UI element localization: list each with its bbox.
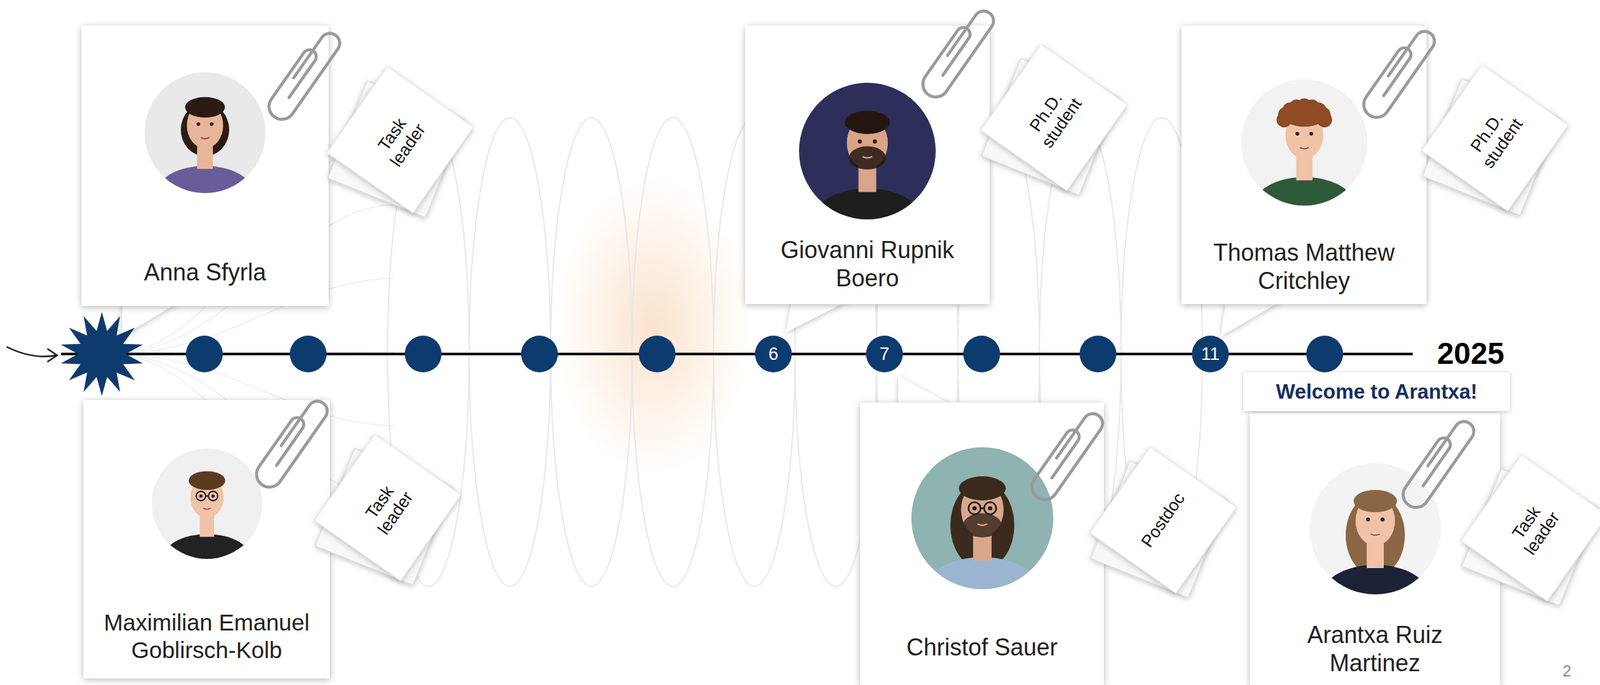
person-photo	[911, 447, 1054, 590]
portrait	[151, 448, 263, 560]
person-card: Thomas Matthew Critchley	[1181, 25, 1427, 305]
paperclip	[1358, 24, 1439, 123]
role-tag: Postdoc	[1018, 375, 1308, 665]
timeline-marker	[1306, 335, 1344, 373]
page-number: 2	[1562, 662, 1572, 681]
person-name: Arantxa Ruiz Martinez	[1266, 620, 1484, 678]
person-photo	[144, 72, 266, 194]
ring	[550, 117, 633, 587]
timeline-marker: 7	[866, 335, 903, 373]
portrait	[1241, 79, 1368, 206]
front-paper	[1461, 455, 1600, 602]
start-arrow	[6, 346, 57, 357]
front-paper	[1090, 447, 1237, 595]
timeline-marker	[289, 335, 327, 373]
timeline-marker	[1079, 335, 1117, 373]
front-paper	[1421, 65, 1569, 212]
ring	[632, 117, 714, 587]
person-photo	[1241, 79, 1368, 206]
paper-tag	[1389, 383, 1600, 673]
person-name: Thomas Matthew Critchley	[1195, 238, 1413, 296]
start-arrowhead	[47, 348, 58, 363]
role-tag: Ph.D. student	[909, 0, 1199, 263]
banner-text: Welcome to Arantxa!	[1276, 380, 1478, 405]
person-name: Maximilian Emanuel Goblirsch-Kolb	[98, 609, 316, 665]
welcome-banner: Welcome to Arantxa!	[1243, 372, 1510, 412]
person-photo	[151, 448, 263, 560]
person-photo	[1309, 463, 1441, 595]
person-name: Christof Sauer	[906, 633, 1058, 662]
timeline-marker	[638, 335, 676, 373]
big-bang-star	[61, 312, 144, 397]
timeline-marker	[404, 335, 442, 373]
marker-number: 11	[1191, 335, 1229, 373]
front-paper	[981, 44, 1128, 192]
person-name: Anna Sfyrla	[143, 258, 267, 287]
paperclip	[1027, 406, 1107, 506]
portrait	[799, 82, 936, 220]
timeline-marker: 6	[754, 335, 792, 373]
callout-tail	[785, 300, 848, 333]
person-name: Giovanni Rupnik Boero	[758, 235, 976, 293]
marker-number: 7	[866, 335, 903, 373]
paperclip	[251, 394, 332, 493]
role-tag: Task leader	[1389, 383, 1600, 673]
portrait	[144, 72, 266, 194]
timeline-marker	[521, 335, 558, 373]
paperclip	[1398, 414, 1478, 514]
portrait	[911, 447, 1054, 590]
callout-tail	[898, 375, 953, 407]
portrait	[1309, 463, 1441, 595]
role-tag: Task leader	[243, 363, 533, 653]
front-paper	[327, 67, 474, 214]
timeline-marker	[185, 335, 223, 373]
callout-tail	[1220, 300, 1282, 337]
person-card: Giovanni Rupnik Boero	[745, 25, 990, 305]
person-card: Anna Sfyrla	[81, 25, 329, 307]
paperclip	[264, 26, 344, 125]
year-label: 2025	[1437, 335, 1505, 372]
role-tag: Task leader	[255, 0, 545, 285]
role-tag: Ph.D. student	[1350, 0, 1600, 283]
timeline-marker	[963, 335, 1001, 373]
paperclip	[917, 3, 998, 103]
marker-number: 6	[754, 335, 792, 373]
glow-cloud	[554, 175, 752, 478]
timeline-markers	[185, 335, 1344, 373]
person-card: Arantxa Ruiz Martinez	[1249, 413, 1501, 685]
timeline-marker: 11	[1191, 335, 1229, 373]
front-paper	[314, 434, 462, 582]
person-photo	[799, 82, 936, 220]
